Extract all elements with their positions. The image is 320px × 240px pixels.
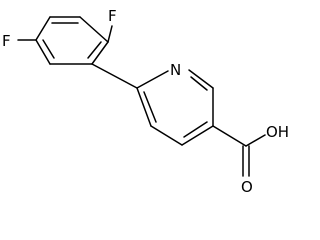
bond-py-double-left (143, 91, 157, 123)
bond-py-c2-n (136, 70, 169, 89)
bond-py-c4-c3 (150, 125, 183, 146)
structure-canvas: F F N OH O (2, 7, 289, 196)
bond-c-oh (245, 134, 266, 147)
bond-py-c3-c2 (136, 87, 152, 127)
structure-diagram: F F N OH O (2, 7, 289, 196)
fluorine-top-label: F (108, 7, 117, 25)
bond-ar-double-left (42, 39, 55, 59)
bond-ar-c5-c6 (91, 41, 109, 65)
carbonyl-oxygen-label: O (241, 178, 253, 196)
atom-labels: F F N OH O (2, 7, 289, 196)
nitrogen-label: N (170, 61, 181, 79)
bond-ar-c3-c4 (35, 39, 51, 65)
bond-py-double-lower (183, 121, 208, 138)
bonds (17, 16, 266, 177)
bond-ar-c2-c3 (35, 16, 51, 41)
hydroxyl-label: OH (266, 123, 289, 141)
bond-py-n-c6 (188, 69, 214, 89)
bond-biaryl (91, 63, 138, 89)
bond-ar-double-right (87, 41, 102, 59)
bond-ring-cooh (212, 125, 247, 147)
bond-ar-c6-c1 (79, 16, 109, 43)
fluorine-left-label: F (2, 32, 11, 50)
bond-py-double-upper (190, 76, 208, 91)
bond-c-f-top (107, 25, 113, 43)
bond-py-c5-c4 (181, 125, 214, 146)
